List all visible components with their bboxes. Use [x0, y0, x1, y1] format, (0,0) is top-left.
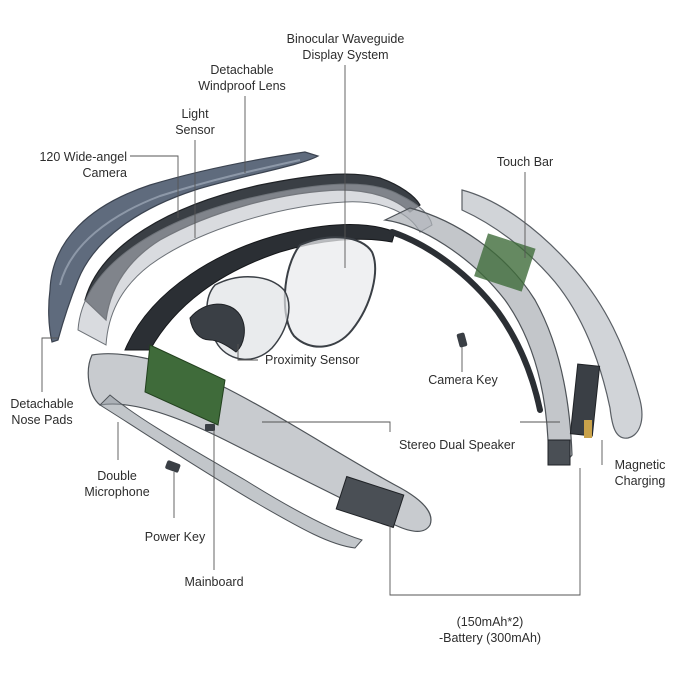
- label-magnetic-line1: Magnetic: [614, 458, 666, 472]
- label-power-key-line1: Power Key: [144, 530, 206, 544]
- label-light-sensor: Light Sensor: [160, 106, 230, 138]
- label-battery-line1: (150mAh*2): [456, 615, 524, 629]
- nose-pad-shape: [189, 303, 245, 353]
- label-nose-pads: Detachable Nose Pads: [2, 396, 82, 428]
- label-camera-key-line1: Camera Key: [428, 373, 498, 387]
- magnetic-charging-module: [569, 363, 601, 437]
- label-battery-line2: -Battery (300mAh): [438, 631, 542, 645]
- label-waveguide-line1: Binocular Waveguide: [286, 32, 405, 46]
- label-magnetic: Magnetic Charging: [606, 457, 674, 489]
- label-mainboard: Mainboard: [174, 574, 254, 590]
- power-key-part: [165, 460, 181, 473]
- label-microphone: Double Microphone: [72, 468, 162, 500]
- label-camera-line2: Camera: [82, 166, 127, 180]
- windproof-lens-shape: [48, 151, 320, 343]
- label-speaker-line1: Stereo Dual Speaker: [398, 438, 516, 452]
- camera-key-part: [456, 332, 468, 348]
- magnetic-charging-pins: [584, 420, 592, 438]
- leader-lines: [41, 65, 603, 596]
- waveguide-lens-right: [283, 236, 376, 348]
- label-speaker: Stereo Dual Speaker: [392, 437, 522, 453]
- microphone-part: [205, 424, 215, 431]
- label-waveguide: Binocular Waveguide Display System: [268, 31, 423, 63]
- label-windproof-line2: Windproof Lens: [198, 79, 286, 93]
- label-battery: (150mAh*2) -Battery (300mAh): [420, 614, 560, 646]
- label-windproof: Detachable Windproof Lens: [182, 62, 302, 94]
- label-nose-pads-line1: Detachable: [10, 397, 74, 411]
- label-camera-line1: 120 Wide-angel: [39, 150, 127, 164]
- leader-camera: [130, 155, 179, 218]
- right-temple-inner: [389, 229, 543, 413]
- label-touch-bar-line1: Touch Bar: [496, 155, 554, 169]
- leader-speaker: [262, 421, 391, 432]
- inner-band: [124, 224, 396, 351]
- label-proximity: Proximity Sensor: [265, 352, 385, 368]
- label-proximity-line1: Proximity Sensor: [265, 353, 360, 367]
- windproof-lens-highlight: [59, 159, 301, 286]
- battery-block-left: [335, 475, 405, 529]
- leader-nose-pads: [41, 337, 58, 392]
- label-camera-key: Camera Key: [418, 372, 508, 388]
- leader-proximity: [237, 344, 258, 361]
- label-nose-pads-line2: Nose Pads: [11, 413, 73, 427]
- label-mainboard-line1: Mainboard: [184, 575, 244, 589]
- label-light-sensor-line2: Sensor: [175, 123, 215, 137]
- label-touch-bar: Touch Bar: [480, 154, 570, 170]
- left-temple-lower: [99, 394, 363, 549]
- leader-battery: [389, 468, 581, 596]
- label-power-key: Power Key: [135, 529, 215, 545]
- label-microphone-line1: Double: [97, 469, 137, 483]
- label-magnetic-line2: Charging: [614, 474, 666, 488]
- label-microphone-line2: Microphone: [84, 485, 150, 499]
- battery-block-right: [547, 439, 571, 466]
- label-windproof-line1: Detachable: [210, 63, 274, 77]
- label-waveguide-line2: Display System: [302, 48, 389, 62]
- mainboard-pcb: [144, 344, 226, 426]
- touch-bar-pcb: [474, 233, 536, 292]
- label-camera: 120 Wide-angel Camera: [10, 149, 127, 181]
- label-light-sensor-line1: Light: [181, 107, 209, 121]
- touch-bar-arm: [461, 189, 643, 439]
